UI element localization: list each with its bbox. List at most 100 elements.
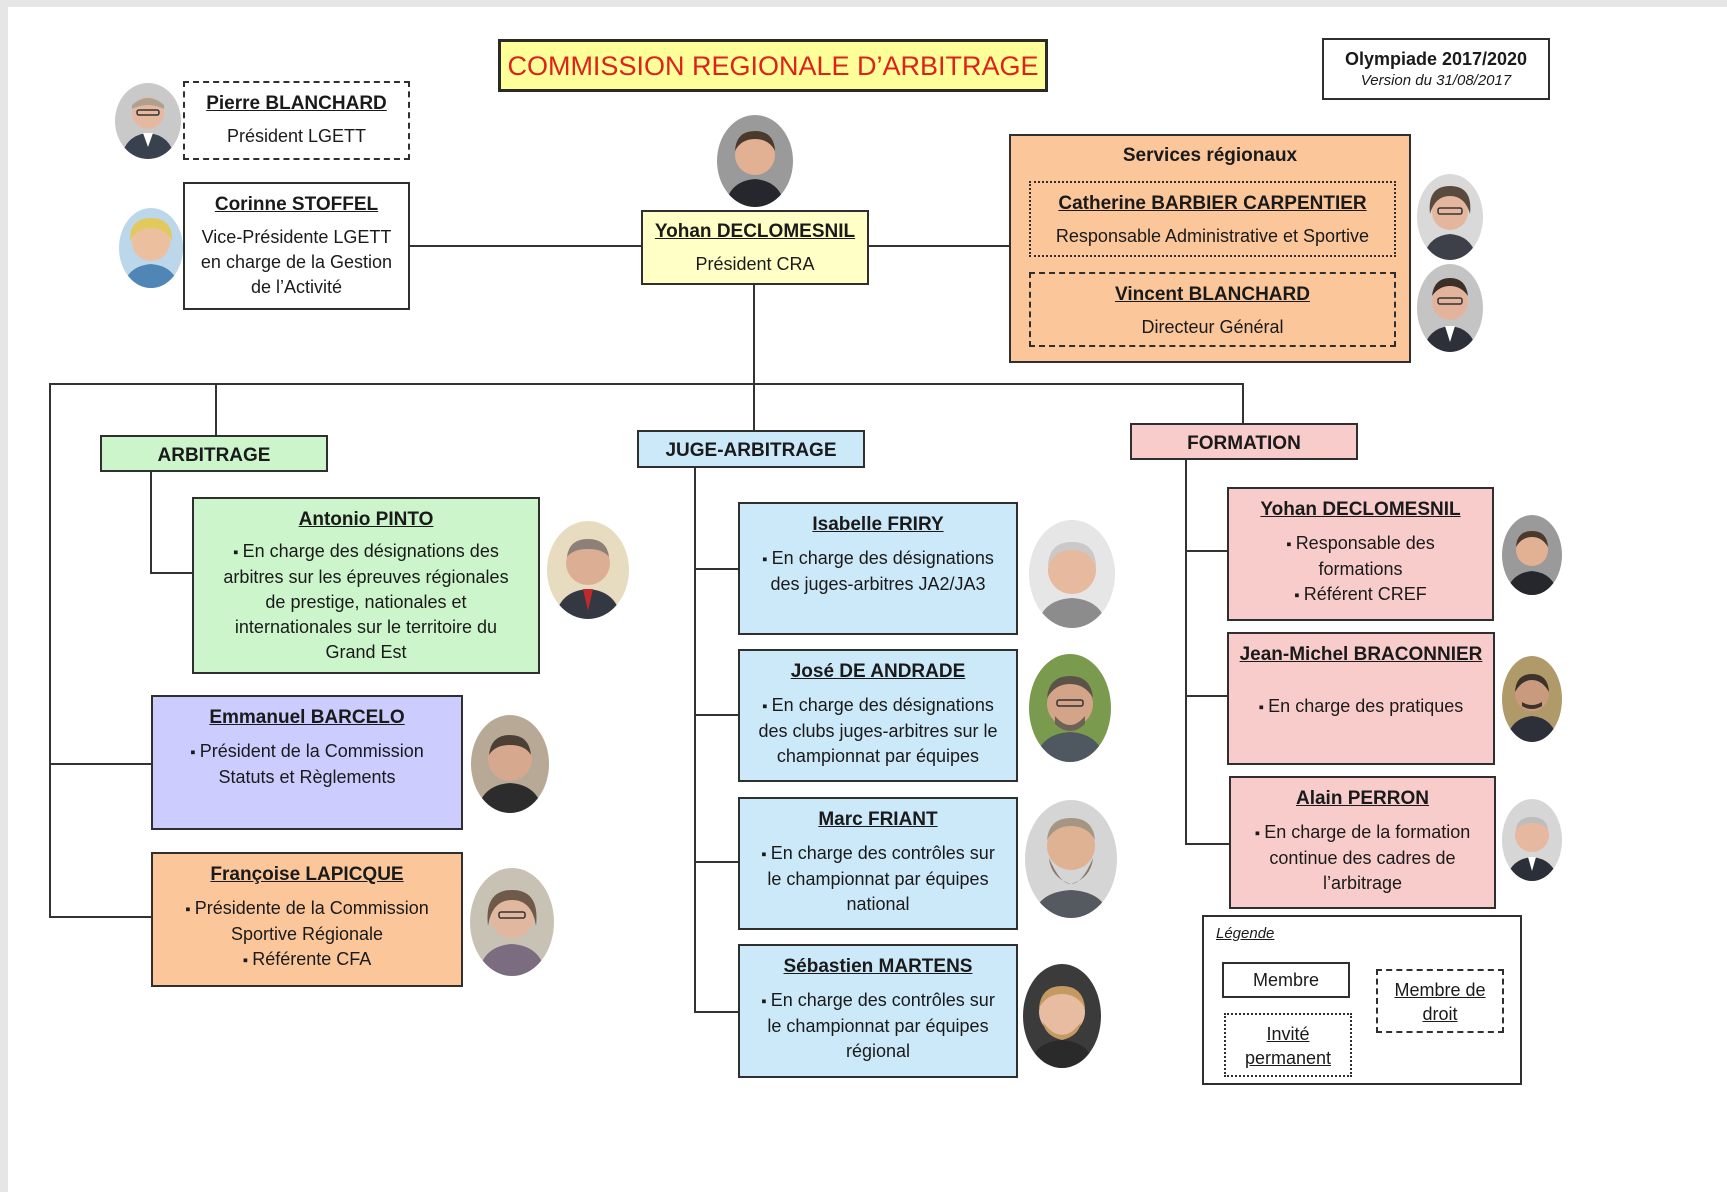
member-box: Catherine BARBIER CARPENTIER Responsable…: [1029, 181, 1396, 257]
member-name: Marc FRIANT: [818, 809, 938, 830]
pole-title: ARBITRAGE: [157, 445, 271, 466]
legend-title: Légende: [1216, 925, 1275, 942]
member-task: Responsable des: [1229, 531, 1492, 557]
avatar: [547, 521, 629, 619]
member-task: championnat par équipes: [776, 746, 980, 766]
connector: [49, 916, 152, 918]
avatar: [1023, 964, 1101, 1068]
connector: [694, 861, 738, 863]
connector: [408, 245, 641, 247]
avatar: [1502, 515, 1562, 595]
pole-header-formation: FORMATION: [1130, 423, 1358, 460]
connector: [150, 572, 193, 574]
avatar: [717, 115, 793, 207]
legend-membre-droit: Membre de droit: [1376, 969, 1504, 1033]
connector: [1185, 843, 1229, 845]
member-role-line: Vice-Présidente LGETT: [201, 227, 392, 247]
member-box: Isabelle FRIRY En charge des désignation…: [738, 502, 1018, 635]
member-name: Jean-Michel BRACONNIER: [1239, 644, 1483, 665]
member-name: Yohan DECLOMESNIL: [654, 221, 856, 242]
legend-membre-droit-label: droit: [1422, 1004, 1458, 1024]
pole-header-arbitrage: ARBITRAGE: [100, 435, 328, 472]
avatar: [1502, 656, 1562, 742]
connector: [867, 245, 1009, 247]
member-box: Sébastien MARTENS En charge des contrôle…: [738, 944, 1018, 1078]
member-box: Vincent BLANCHARD Directeur Général: [1029, 272, 1396, 347]
avatar: [1029, 654, 1111, 762]
pole-header-juge-arbitrage: JUGE-ARBITRAGE: [637, 430, 865, 468]
member-role-line: de l’Activité: [250, 277, 343, 297]
legend-invite-label: Invité: [1266, 1024, 1310, 1044]
page-title-box: COMMISSION REGIONALE D’ARBITRAGE: [498, 39, 1048, 92]
member-task: Président de la Commission: [153, 739, 461, 765]
avatar: [471, 715, 549, 813]
connector: [694, 467, 696, 1013]
member-name: José DE ANDRADE: [790, 661, 966, 682]
member-task: régional: [845, 1041, 911, 1061]
member-box: Pierre BLANCHARD Président LGETT: [183, 81, 410, 160]
member-task: En charge des contrôles sur: [740, 988, 1016, 1014]
legend-membre-label: Membre: [1252, 970, 1319, 990]
member-box: Alain PERRON En charge de la formation c…: [1229, 776, 1496, 909]
connector: [49, 383, 51, 918]
member-task: l’arbitrage: [1322, 873, 1403, 893]
member-box: Marc FRIANT En charge des contrôles sur …: [738, 797, 1018, 930]
connector: [150, 472, 152, 574]
connector: [1185, 550, 1227, 552]
member-task: national: [846, 894, 910, 914]
avatar: [1025, 800, 1117, 918]
pole-title: FORMATION: [1187, 433, 1301, 454]
legend-invite: Invité permanent: [1224, 1013, 1352, 1077]
member-task: Sportive Régionale: [230, 924, 384, 944]
connector: [49, 383, 1243, 385]
member-task: continue des cadres de: [1269, 848, 1456, 868]
member-task: Grand Est: [325, 642, 407, 662]
member-name: Antonio PINTO: [298, 509, 434, 530]
member-name: Vincent BLANCHARD: [1115, 284, 1310, 305]
connector: [753, 283, 755, 385]
page-title: COMMISSION REGIONALE D’ARBITRAGE: [507, 51, 1039, 81]
avatar: [1502, 799, 1562, 881]
member-task: internationales sur le territoire du: [234, 617, 498, 637]
member-task: En charge des désignations des: [194, 539, 538, 565]
member-task: Référente CFA: [153, 947, 461, 973]
member-task: arbitres sur les épreuves régionales: [223, 567, 509, 587]
avatar: [115, 83, 181, 159]
member-task: En charge des contrôles sur: [740, 841, 1016, 867]
member-task: formations: [1318, 559, 1403, 579]
member-box: Françoise LAPICQUE Présidente de la Comm…: [151, 852, 463, 987]
member-box: Jean-Michel BRACONNIER En charge des pra…: [1227, 632, 1495, 765]
connector: [694, 568, 738, 570]
member-name: Pierre BLANCHARD: [206, 93, 387, 114]
member-box: Pierre BLANCHARD Corinne STOFFEL Vice-Pr…: [183, 182, 410, 310]
pole-title: JUGE-ARBITRAGE: [665, 440, 837, 461]
member-role-line: en charge de la Gestion: [200, 252, 393, 272]
avatar: [1417, 264, 1483, 352]
legend-membre-droit-label: Membre de: [1394, 980, 1486, 1000]
olympiade-label: Olympiade 2017/2020: [1344, 49, 1528, 69]
connector: [753, 383, 755, 430]
member-task: Référent CREF: [1229, 582, 1492, 608]
legend-invite-label: permanent: [1244, 1048, 1332, 1068]
member-task: Présidente de la Commission: [153, 896, 461, 922]
member-box: Yohan DECLOMESNIL Responsable des format…: [1227, 487, 1494, 621]
avatar: [470, 868, 554, 976]
legend: Légende Membre Membre de droit Invité pe…: [1202, 915, 1522, 1085]
connector: [1242, 383, 1244, 423]
services-panel: Services régionaux Catherine BARBIER CAR…: [1009, 134, 1411, 363]
connector: [49, 763, 152, 765]
member-name: Isabelle FRIRY: [812, 514, 944, 535]
member-task: Statuts et Règlements: [218, 767, 396, 787]
member-name: Sébastien MARTENS: [783, 956, 973, 977]
member-task: de prestige, nationales et: [265, 592, 467, 612]
legend-membre: Membre: [1222, 962, 1350, 998]
member-task: des juges-arbitres JA2/JA3: [770, 574, 986, 594]
member-role: Président CRA: [695, 254, 815, 274]
org-chart: COMMISSION REGIONALE D’ARBITRAGE Olympia…: [8, 7, 1727, 1192]
member-name: Corinne STOFFEL: [214, 194, 379, 215]
version-label: Version du 31/08/2017: [1360, 72, 1512, 89]
member-task: le championnat par équipes: [767, 869, 989, 889]
member-task: le championnat par équipes: [767, 1016, 989, 1036]
olympiade-box: Olympiade 2017/2020 Version du 31/08/201…: [1322, 38, 1550, 100]
member-name: Françoise LAPICQUE: [210, 864, 404, 885]
